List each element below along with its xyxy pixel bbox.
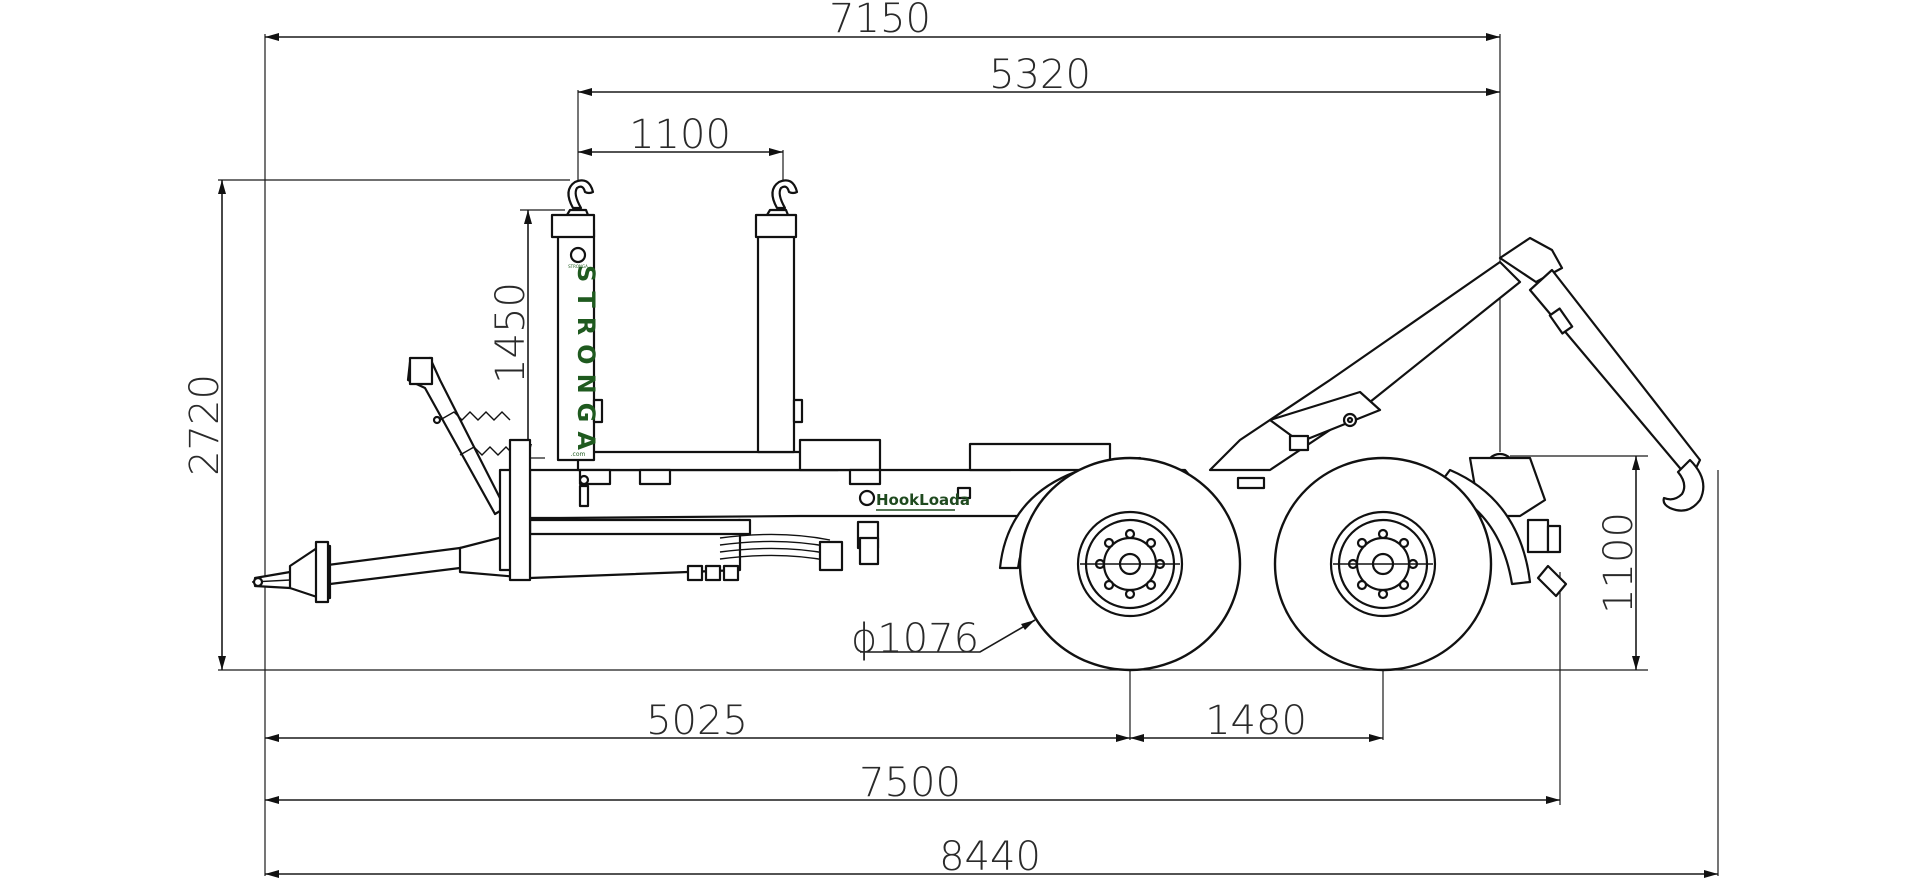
post-brand-sub-text: .com [571, 451, 586, 458]
dim-2720-label: 2720 [182, 374, 228, 476]
post-brand-text: STRONGA [572, 265, 600, 459]
dim-7500-label: 7500 [859, 760, 961, 806]
post-brand-small-text: STRONGA [568, 264, 588, 269]
front-post: STRONGA STRONGA .com [550, 179, 604, 462]
dim-1450-label: 1450 [488, 282, 534, 384]
hookloada-logo-text: HookLoada [876, 491, 970, 509]
dim-8440-label: 8440 [939, 834, 1041, 880]
dim-wheel-diameter-label: ϕ1076 [851, 616, 979, 662]
hook-arm [1208, 236, 1705, 598]
dim-1100-right-label: 1100 [1596, 512, 1642, 614]
trailer-body: HookLoada STRONGA STRONGA .com [251, 179, 1705, 672]
hookloada-logo: HookLoada [858, 489, 970, 511]
dim-5025-label: 5025 [646, 698, 748, 744]
rear-post [754, 179, 804, 454]
dim-1100-top-label: 1100 [629, 112, 731, 158]
dim-5320-label: 5320 [989, 52, 1091, 98]
leaf-spring [719, 533, 844, 572]
dim-1480-label: 1480 [1205, 698, 1307, 744]
dim-7150-label: 7150 [829, 0, 931, 42]
drawbar [251, 518, 880, 604]
